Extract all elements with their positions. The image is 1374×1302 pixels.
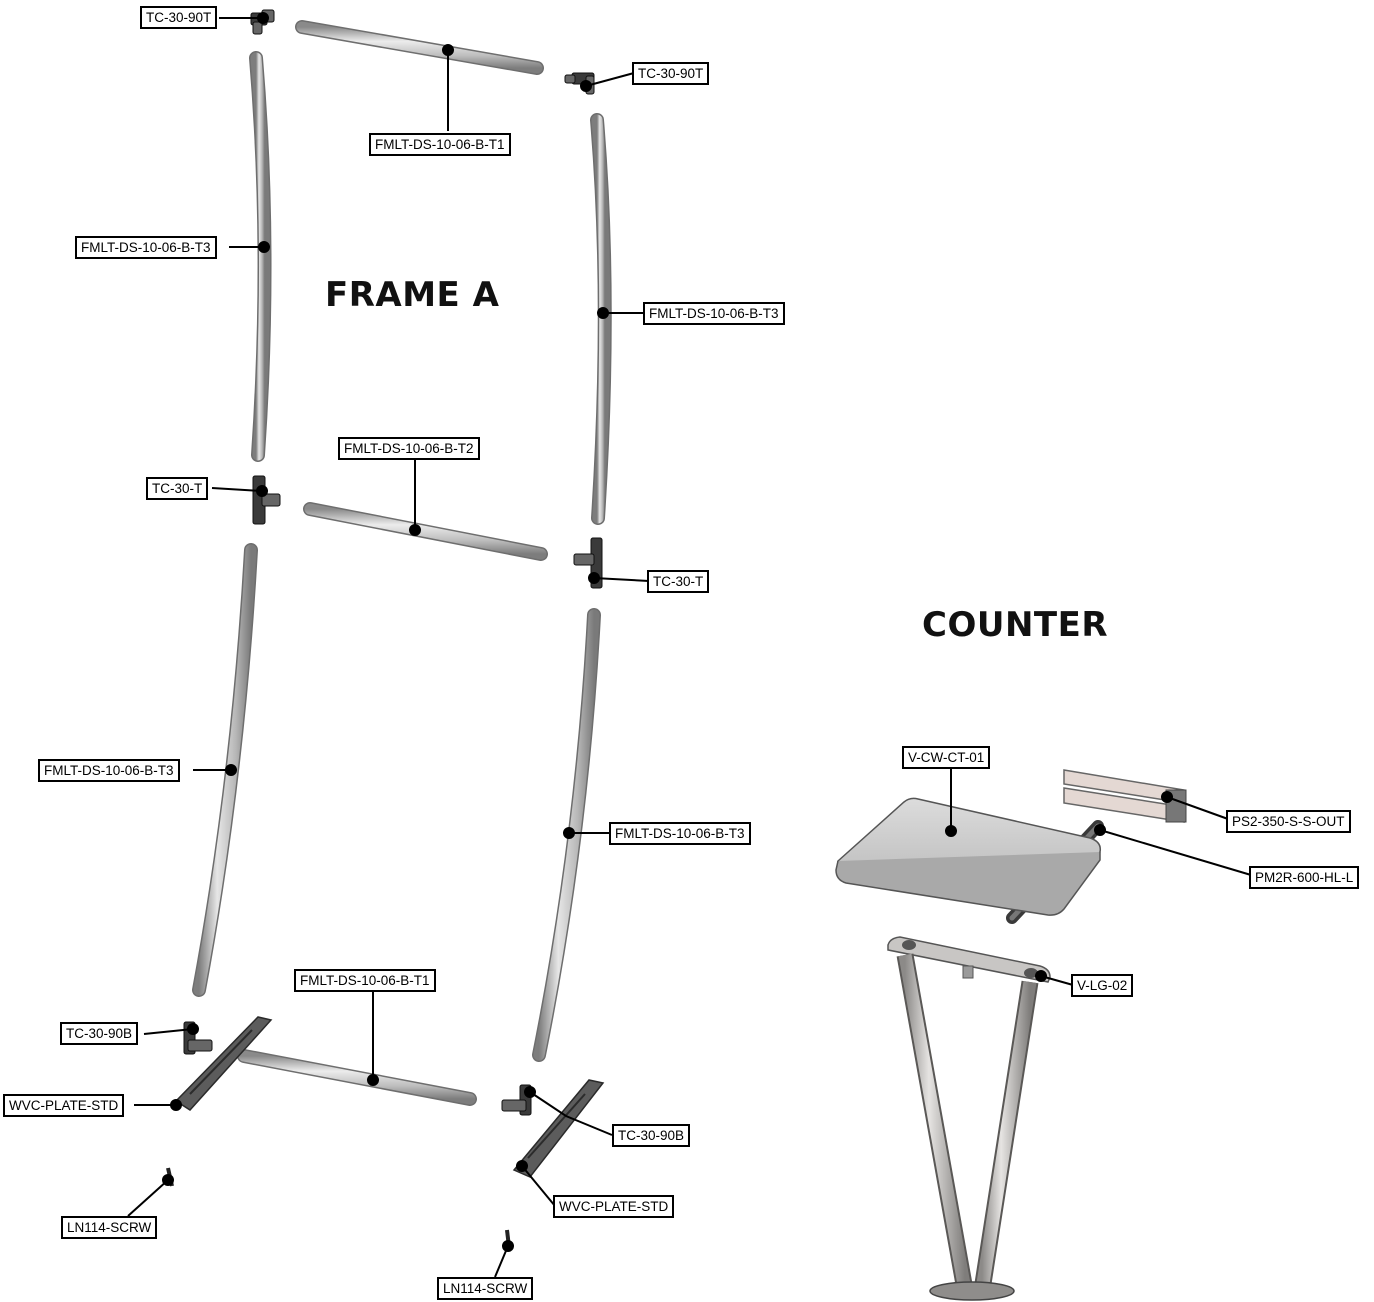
callout-tc-30-90b-right: TC-30-90B <box>612 1124 691 1147</box>
callout-fmlt-t1-top: FMLT-DS-10-06-B-T1 <box>369 133 511 156</box>
callout-fmlt-t1-bottom: FMLT-DS-10-06-B-T1 <box>294 969 436 992</box>
counter-leg <box>887 936 1051 1301</box>
callout-counter-panel: PS2-350-S-S-OUT <box>1226 810 1351 833</box>
callout-tc-30-90b-left: TC-30-90B <box>60 1022 139 1045</box>
callout-counter-leg: V-LG-02 <box>1071 974 1134 997</box>
counter-top <box>835 797 1102 916</box>
plate-right <box>512 1079 605 1178</box>
counter-panels <box>1063 769 1187 823</box>
frame-a-heading: FRAME A <box>325 275 500 315</box>
callout-ln114-screw-left: LN114-SCRW <box>61 1216 158 1239</box>
frame-a-tubes <box>192 20 612 1106</box>
callout-tc-30-t-right: TC-30-T <box>647 570 710 593</box>
callout-tc-30-90t-right: TC-30-90T <box>632 62 710 85</box>
callout-fmlt-t3-upper-right: FMLT-DS-10-06-B-T3 <box>643 302 785 325</box>
callout-fmlt-t3-lower-left: FMLT-DS-10-06-B-T3 <box>38 759 180 782</box>
callout-wvc-plate-right: WVC-PLATE-STD <box>553 1195 675 1218</box>
leader-lines <box>127 12 1252 1278</box>
callout-fmlt-t2-middle: FMLT-DS-10-06-B-T2 <box>338 437 480 460</box>
connector-tc-30-t-left <box>252 475 281 525</box>
callout-counter-top: V-CW-CT-01 <box>902 746 991 769</box>
callout-fmlt-t3-upper-left: FMLT-DS-10-06-B-T3 <box>75 236 217 259</box>
callout-tc-30-90t-left: TC-30-90T <box>140 6 218 29</box>
callout-wvc-plate-left: WVC-PLATE-STD <box>3 1094 125 1117</box>
callout-ln114-screw-right: LN114-SCRW <box>437 1277 534 1300</box>
callout-counter-support: PM2R-600-HL-L <box>1249 866 1360 889</box>
counter-heading: COUNTER <box>922 605 1109 645</box>
callout-fmlt-t3-lower-right: FMLT-DS-10-06-B-T3 <box>609 822 751 845</box>
callout-tc-30-t-left: TC-30-T <box>146 477 209 500</box>
base-plates <box>166 1016 605 1248</box>
plate-left <box>174 1016 273 1111</box>
counter-parts <box>835 769 1187 1301</box>
